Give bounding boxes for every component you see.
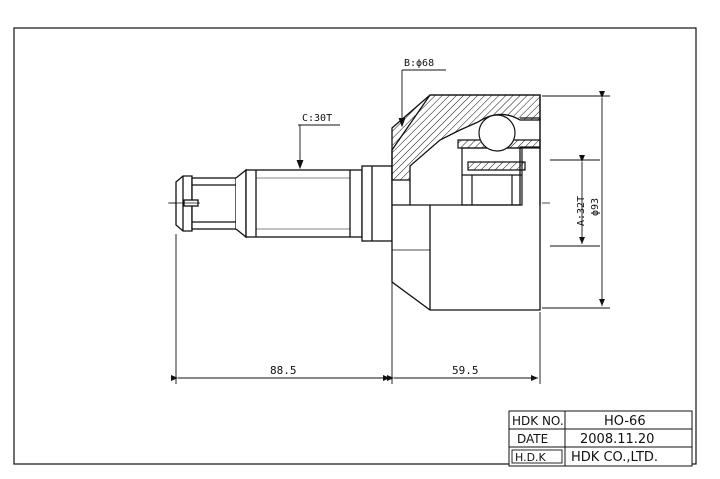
housing-length-dimension: 59.5 — [452, 364, 479, 377]
company-name: HDK CO.,LTD. — [571, 450, 658, 465]
date-value: 2008.11.20 — [580, 432, 654, 447]
bore-callout: B:ϕ68 — [404, 58, 434, 69]
outer-diameter-callout: ϕ93 — [590, 198, 601, 216]
inner-spline-callout: A:32T — [576, 196, 587, 226]
callout-leaders — [296, 69, 610, 309]
hdk-logo: H.D.K — [515, 451, 547, 464]
housing — [391, 94, 541, 311]
title-block — [508, 410, 693, 467]
part-number-value: HO-66 — [604, 414, 646, 429]
ball-cage-assembly — [457, 114, 541, 206]
spline-callout: C:30T — [302, 113, 332, 124]
shaft-length-dimension: 88.5 — [270, 364, 297, 377]
part-number-label: HDK NO. — [512, 414, 564, 428]
length-dimensions — [171, 234, 541, 384]
sheet-border — [13, 27, 697, 465]
shaft — [170, 165, 393, 242]
hdk-logo-box — [511, 449, 563, 464]
date-label: DATE — [517, 432, 548, 446]
